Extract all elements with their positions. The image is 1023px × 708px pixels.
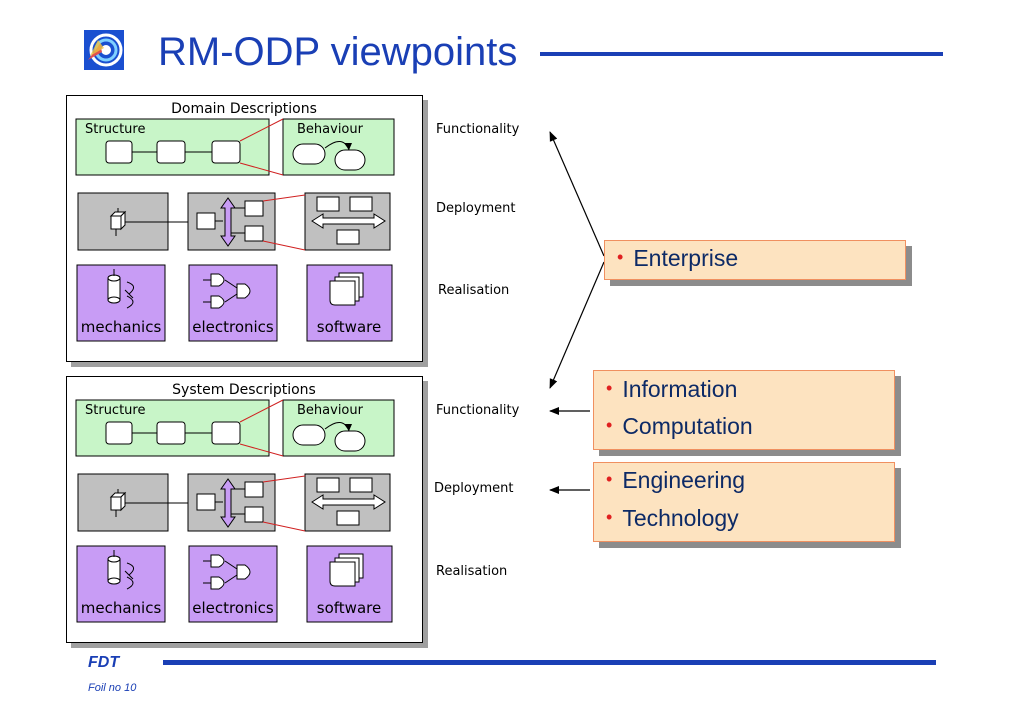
structure-label: Structure xyxy=(85,122,145,137)
structure-component xyxy=(156,421,186,445)
bullet-information: • Information xyxy=(606,376,737,403)
domain-functionality-label: Functionality xyxy=(436,122,520,137)
mechanics-icon xyxy=(107,269,134,309)
structure-component xyxy=(211,421,241,445)
panel-heading: System Descriptions xyxy=(172,382,316,398)
software-icon xyxy=(329,553,364,587)
footer-divider xyxy=(163,660,936,665)
bullet-computation: • Computation xyxy=(606,413,753,440)
structure-component xyxy=(211,140,241,164)
cube-icon xyxy=(109,208,127,236)
logo-icon xyxy=(84,30,124,70)
bullet-engineering: • Engineering xyxy=(606,467,745,494)
electronics-box xyxy=(188,545,278,623)
bullet-technology: • Technology xyxy=(606,505,739,532)
system-descriptions-panel: System Descriptions Structure Behaviour xyxy=(66,376,423,643)
computation-text: Computation xyxy=(622,413,753,439)
system-functionality-label: Functionality xyxy=(436,403,520,418)
electronics-box xyxy=(188,264,278,342)
information-computation-callout: • Information • Computation xyxy=(593,370,895,450)
technology-text: Technology xyxy=(622,505,739,531)
software-label: software xyxy=(317,318,381,336)
panel-heading: Domain Descriptions xyxy=(171,101,317,117)
domain-deployment-label: Deployment xyxy=(436,201,516,216)
title-divider xyxy=(540,52,943,56)
enterprise-callout: • Enterprise xyxy=(604,240,906,280)
electronics-icon xyxy=(203,273,251,309)
structure-component xyxy=(105,421,133,445)
mechanics-label: mechanics xyxy=(81,318,162,336)
enterprise-to-domain-arrow xyxy=(549,131,605,257)
electronics-label: electronics xyxy=(192,318,274,336)
bullet-dot-icon: • xyxy=(617,247,624,267)
bullet-dot-icon: • xyxy=(606,378,613,398)
mechanics-box xyxy=(76,545,166,623)
engineering-technology-callout: • Engineering • Technology xyxy=(593,462,895,542)
bullet-enterprise: • Enterprise xyxy=(617,245,738,272)
system-realisation-label: Realisation xyxy=(436,564,508,579)
structure-component xyxy=(156,140,186,164)
mechanics-icon xyxy=(107,550,134,590)
cube-icon xyxy=(109,489,127,517)
behaviour-state xyxy=(292,143,326,165)
enterprise-text: Enterprise xyxy=(633,245,739,271)
behaviour-state xyxy=(334,149,366,171)
information-text: Information xyxy=(622,376,738,402)
domain-descriptions-panel: Domain Descriptions Structure Behaviour xyxy=(66,95,423,362)
electronics-label: electronics xyxy=(192,599,274,617)
software-icon xyxy=(329,272,364,306)
page-title: RM-ODP viewpoints xyxy=(158,30,518,74)
behaviour-label: Behaviour xyxy=(297,122,364,137)
structure-component xyxy=(105,140,133,164)
behaviour-state xyxy=(292,424,326,446)
mechanics-box xyxy=(76,264,166,342)
domain-realisation-label: Realisation xyxy=(438,283,510,298)
engineering-text: Engineering xyxy=(622,467,746,493)
bullet-dot-icon: • xyxy=(606,415,613,435)
electronics-icon xyxy=(203,554,251,590)
behaviour-state xyxy=(334,430,366,452)
structure-label: Structure xyxy=(85,403,145,418)
footer-foil-number: Foil no 10 xyxy=(88,682,137,694)
software-label: software xyxy=(317,599,381,617)
system-deployment-label: Deployment xyxy=(434,481,514,496)
bullet-dot-icon: • xyxy=(606,469,613,489)
bullet-dot-icon: • xyxy=(606,507,613,527)
footer-brand: FDT xyxy=(88,654,120,671)
mechanics-label: mechanics xyxy=(81,599,162,617)
behaviour-label: Behaviour xyxy=(297,403,364,418)
